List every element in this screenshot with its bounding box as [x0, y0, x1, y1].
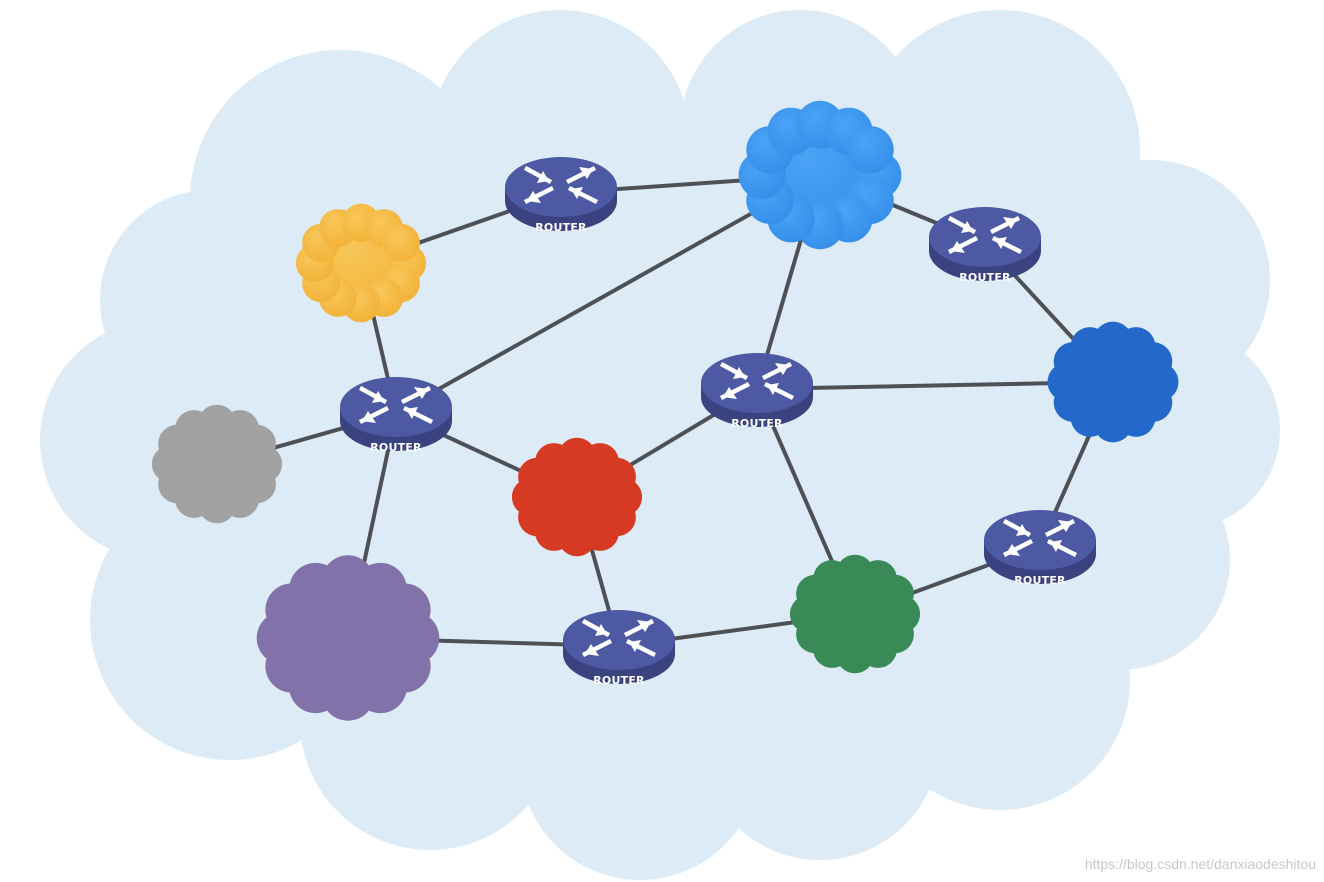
router-arrows-icon [358, 385, 434, 425]
routers-layer: ROUTER ROUTER ROUTER ROUTER ROUTER ROUTER [340, 157, 1096, 687]
router-label: ROUTER [593, 674, 645, 687]
network-cloud-green [789, 554, 921, 674]
router-top [563, 610, 675, 670]
network-cloud-gray [151, 404, 283, 524]
network-cloud-yellow [295, 203, 427, 323]
router-arrows-icon [523, 165, 599, 205]
router-label: ROUTER [959, 271, 1011, 284]
router-r5: ROUTER [563, 610, 675, 687]
router-label: ROUTER [731, 417, 783, 430]
router-top [340, 377, 452, 437]
link-light-blue-r2 [394, 173, 822, 415]
router-r2: ROUTER [340, 377, 452, 454]
router-label: ROUTER [370, 441, 422, 454]
router-r6: ROUTER [984, 510, 1096, 587]
network-cloud-light-blue [738, 100, 902, 250]
network-cloud-dark-blue [1047, 321, 1179, 443]
watermark-url: https://blog.csdn.net/danxiaodeshitou [1084, 856, 1316, 872]
router-arrows-icon [947, 215, 1023, 255]
router-top [505, 157, 617, 217]
router-r1: ROUTER [505, 157, 617, 234]
networks-layer [151, 100, 1179, 721]
router-top [984, 510, 1096, 570]
router-r4: ROUTER [929, 207, 1041, 284]
router-arrows-icon [581, 618, 657, 658]
router-top [701, 353, 813, 413]
router-top [929, 207, 1041, 267]
network-cloud-purple [256, 555, 440, 721]
router-arrows-icon [719, 361, 795, 401]
router-label: ROUTER [535, 221, 587, 234]
network-cloud-red [511, 437, 643, 557]
router-r3: ROUTER [701, 353, 813, 430]
router-arrows-icon [1002, 518, 1078, 558]
router-label: ROUTER [1014, 574, 1066, 587]
